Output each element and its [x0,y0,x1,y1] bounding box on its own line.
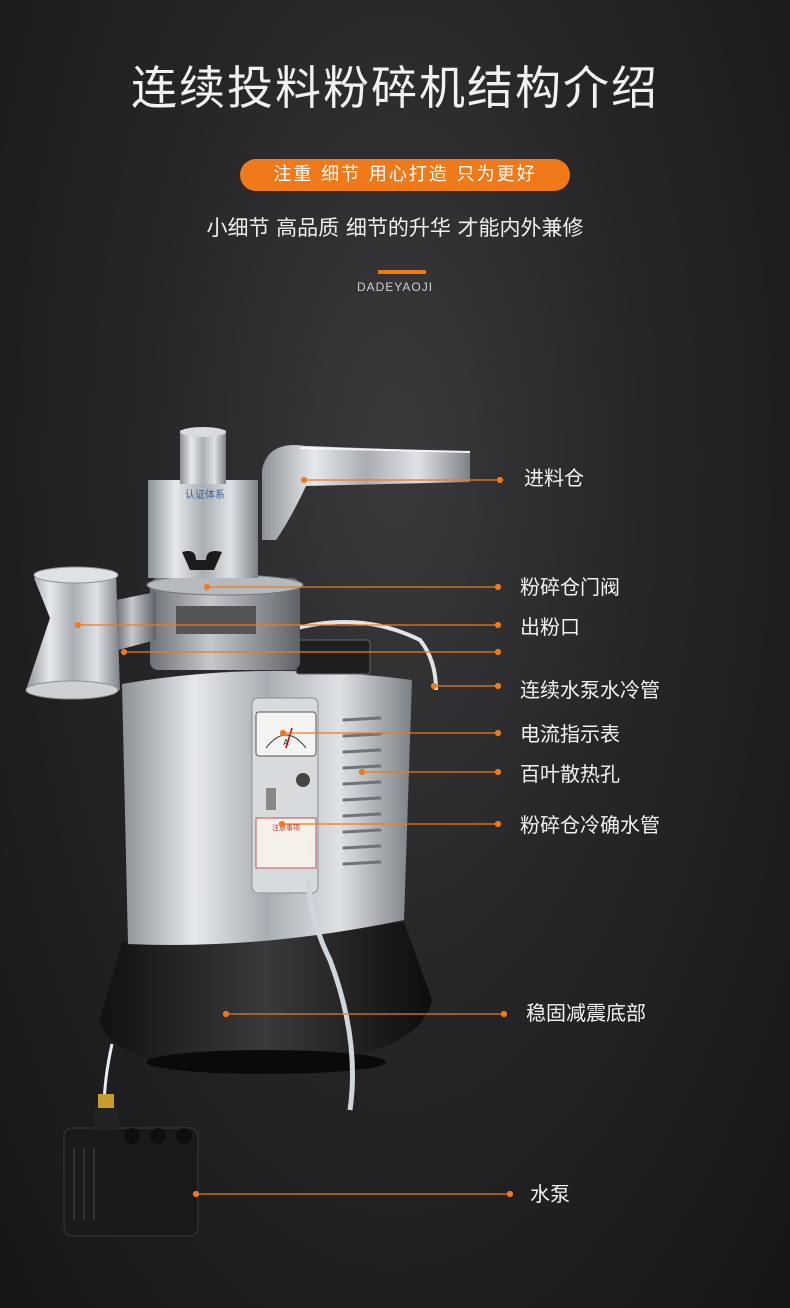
callout-powder-outlet: 出粉口 [520,615,580,639]
valve-handle [182,551,222,570]
feed-hopper [262,445,470,540]
meter-label: A [283,738,289,747]
callout-louver-vents: 百叶散热孔 [520,762,620,786]
base-foot [146,1050,386,1074]
label-plate-text: 注意事项 [272,823,300,832]
motor-cap [295,639,371,675]
tagline-badge: 注重 细节 用心打造 只为更好 [240,159,570,191]
subtitle: 小细节 高品质 细节的升华 才能内外兼修 [206,216,584,240]
cooling-hose [305,877,355,1111]
label-plate [255,817,317,869]
discharge-outlet [26,569,120,697]
callout-stable-base: 稳固减震底部 [526,1001,646,1025]
louver-vents [342,716,382,866]
callout-chamber-cooling-pipe: 粉碎仓冷确水管 [520,813,660,837]
callout-water-pump: 水泵 [530,1182,570,1206]
callout-water-cooling-pipe: 连续水泵水冷管 [520,678,660,702]
callout-feed-bin: 进料仓 [524,466,584,490]
collar-text: 认证体系 [185,488,225,501]
door-clamps [176,606,256,634]
pump-fitting [98,1094,114,1108]
callout-leaders [74,476,514,1198]
callout-chamber-door-valve: 粉碎仓门阀 [520,575,620,599]
brand-text: DADEYAOJI [356,280,434,294]
top-cooling-pipe [289,620,438,691]
page-title: 连续投料粉碎机结构介绍 [131,61,659,115]
accent-divider [378,270,426,274]
ammeter [255,711,317,757]
water-pump [63,1127,199,1237]
top-column [180,430,226,484]
callout-ammeter: 电流指示表 [520,722,620,746]
